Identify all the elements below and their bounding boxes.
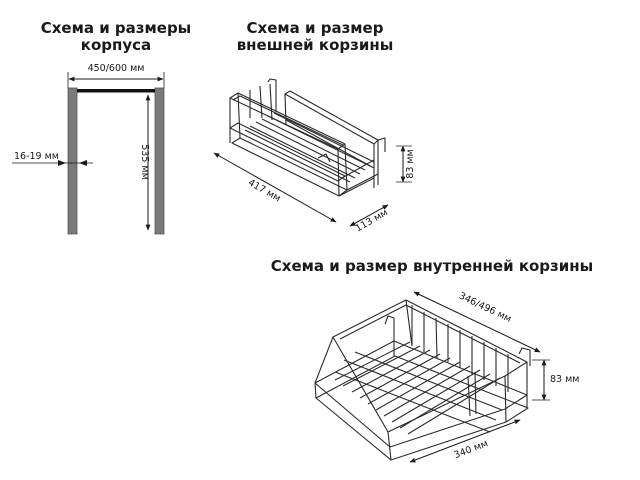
inner-basket-title: Схема и размер внутренней корзины bbox=[262, 258, 602, 275]
outer-basket-depth-line bbox=[349, 204, 389, 227]
outer-basket-title: Схема и размер внешней корзины bbox=[222, 20, 408, 54]
cabinet-wall-arrow-left bbox=[58, 160, 66, 166]
outer-basket-drawing bbox=[229, 78, 386, 197]
cabinet-title: Схема и размеры корпуса bbox=[30, 20, 202, 54]
cabinet-wall-arrow-right bbox=[79, 160, 87, 166]
cabinet-right-panel bbox=[154, 87, 165, 235]
cabinet-drawing: 450/600 мм 16-19 мм 535 мм bbox=[12, 63, 165, 235]
cabinet-height-label: 535 мм bbox=[139, 144, 150, 180]
cabinet-title-line1: Схема и размеры bbox=[40, 19, 192, 37]
outer-basket-dimensions: 417 мм 113 мм 83 мм bbox=[213, 145, 416, 234]
outer-basket-title-line1: Схема и размер bbox=[246, 19, 384, 37]
cabinet-title-line2: корпуса bbox=[80, 36, 152, 54]
inner-basket-height-label: 83 мм bbox=[550, 374, 579, 385]
outer-basket-depth-label: 113 мм bbox=[354, 207, 390, 234]
cabinet-width-label: 450/600 мм bbox=[88, 63, 145, 74]
outer-basket-height-label: 83 мм bbox=[405, 149, 416, 178]
inner-basket-depth-label: 340 мм bbox=[453, 438, 490, 461]
cabinet-left-panel bbox=[67, 87, 78, 235]
inner-basket-length-label: 346/496 мм bbox=[457, 291, 513, 325]
inner-basket-depth-line bbox=[409, 419, 521, 463]
outer-basket-title-line2: внешней корзины bbox=[236, 36, 394, 54]
outer-basket-length-line bbox=[213, 152, 337, 223]
cabinet-top-bar bbox=[77, 89, 155, 93]
inner-basket-title-line: Схема и размер внутренней корзины bbox=[270, 257, 594, 275]
cabinet-wall-label: 16-19 мм bbox=[14, 151, 59, 162]
inner-basket-drawing bbox=[314, 299, 531, 461]
inner-basket-length-line bbox=[413, 291, 541, 353]
